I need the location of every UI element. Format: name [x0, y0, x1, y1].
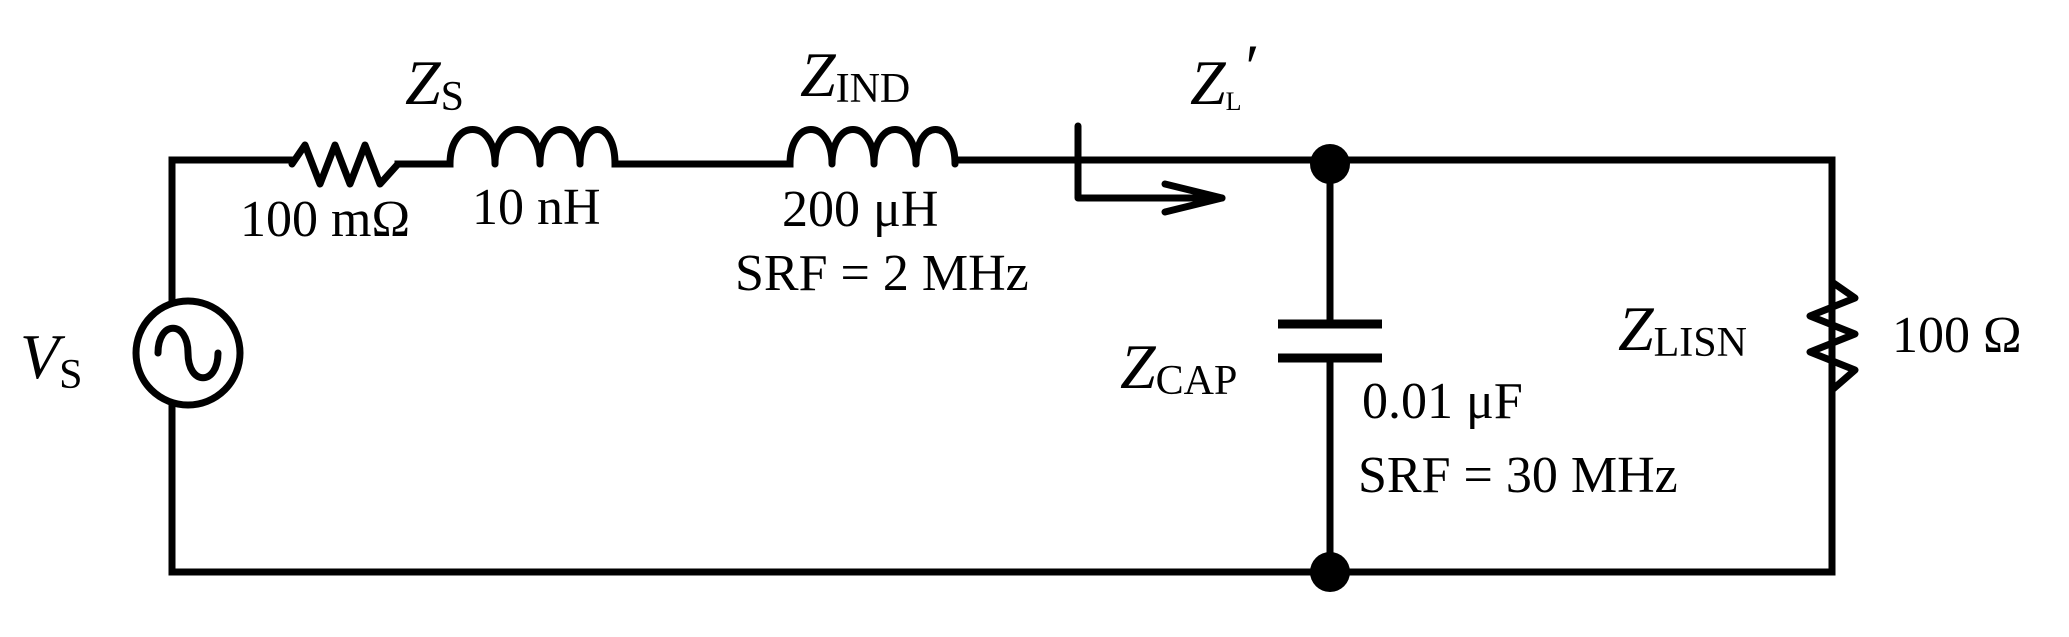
zlisn-label-main: Z [1618, 293, 1655, 364]
wire-l2-right [951, 156, 1836, 286]
source-label-sub: S [59, 352, 82, 398]
source-label-main: V [20, 321, 66, 392]
zl-arrow-bracket [1074, 122, 1226, 202]
zind-label-main: Z [800, 39, 837, 110]
wire-left-bottom [168, 278, 1836, 576]
wire-left-top [168, 156, 296, 304]
zlisn-label-sub: LISN [1654, 320, 1747, 366]
zind-srf: SRF = 2 MHz [735, 245, 1029, 302]
zs-label-sub: S [441, 74, 464, 120]
zlisn-label: ZLISN [1618, 293, 1747, 366]
zlisn-resistor [1806, 278, 1859, 394]
zind-label: ZIND [800, 39, 910, 112]
zs-label-main: Z [405, 47, 442, 118]
zl-arrow-head [1161, 180, 1226, 216]
zind-label-sub: IND [836, 66, 911, 112]
zs-resistor-value: 100 mΩ [240, 191, 410, 248]
source-circle [132, 297, 244, 409]
zlisn-value: 100 Ω [1892, 307, 2022, 364]
zcap-label-sub: CAP [1156, 358, 1238, 404]
node-top [1310, 144, 1350, 184]
zcap-label-main: Z [1120, 331, 1157, 402]
zs-label: ZS [405, 47, 464, 120]
zl-label-sub: L [1226, 87, 1242, 116]
zl-label-main: Z [1190, 47, 1227, 118]
zind-value: 200 μH [782, 181, 938, 238]
zcap-srf: SRF = 30 MHz [1358, 447, 1678, 504]
source-label: VS [20, 321, 82, 398]
voltage-source [132, 297, 244, 409]
zs-resistor [288, 141, 402, 188]
zl-label: ZL′ [1190, 31, 1256, 118]
zs-inductor-value: 10 nH [472, 179, 601, 236]
zcap-value: 0.01 μF [1362, 373, 1523, 430]
zl-label-prime: ′ [1241, 31, 1256, 102]
zl-arrow [1074, 122, 1226, 216]
zind-inductor [786, 126, 959, 168]
node-bottom [1310, 552, 1350, 592]
zcap-label: ZCAP [1120, 331, 1237, 404]
sine-wave-icon [154, 324, 222, 382]
wires [168, 156, 1836, 576]
zs-inductor [446, 126, 619, 168]
zcap-capacitor [1278, 319, 1382, 363]
